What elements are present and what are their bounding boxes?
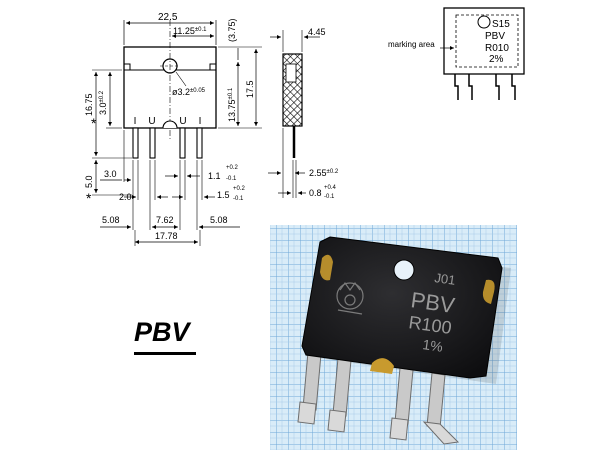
pin-letter-1: I	[134, 116, 137, 127]
marking-line-3: R010	[485, 43, 509, 54]
pin-letter-3: U	[179, 116, 186, 127]
dim-width-total: 22.5	[158, 12, 178, 23]
dim-side-thickness: 4.45	[308, 27, 326, 37]
dim-center-offset: 11.25±0.1	[173, 26, 207, 36]
product-photo: J01 PBV R100 1%	[270, 225, 517, 450]
marking-line-4: 2%	[489, 54, 504, 65]
side-view: 4.45 2.55±0.2 0.8 +0.4 -0.1	[268, 27, 339, 200]
dim-hole-from-top: 3.0±0.2	[98, 90, 108, 115]
dim-side-lead-thick: 0.8	[309, 188, 322, 198]
dim-left-lead-offset: 3.0	[104, 169, 117, 179]
marking-view: S15 PBV R010 2% marking area	[388, 7, 525, 100]
dim-body-height: 17.5	[245, 80, 255, 98]
dim-top-height: (3.75)	[227, 18, 237, 42]
marking-line-2: PBV	[485, 31, 505, 42]
dim-pin-w2: 1.5	[217, 190, 230, 200]
asterisk-2: *	[86, 190, 92, 206]
dim-pin-gap: 2.0	[119, 192, 132, 202]
dim-side-lead-offset: 2.55±0.2	[309, 168, 339, 178]
asterisk-1: *	[91, 115, 97, 131]
marking-hole	[477, 15, 491, 29]
marking-leads	[454, 74, 516, 100]
dim-pitch-c: 5.08	[210, 215, 228, 225]
dim-pitch-b: 7.62	[156, 215, 174, 225]
dim-hole-dia: ø3.2±0.05	[172, 87, 206, 97]
photo-hole	[393, 259, 415, 281]
dim-pin-w-tol-minus: -0.1	[226, 176, 237, 182]
front-view: I U U I 22.5 11.25±0.1 (3.75) 13.75±0.1 …	[84, 12, 262, 246]
product-title-underline	[134, 352, 196, 355]
dim-pin-w2-tol-plus: +0.2	[233, 186, 246, 192]
pin-letter-2: U	[148, 116, 155, 127]
dim-pin-w2-tol-minus: -0.1	[233, 196, 244, 202]
dim-body-h-lower: 13.75±0.1	[227, 87, 237, 122]
marking-line-1: S15	[492, 19, 510, 30]
photo-tab-bottom	[370, 358, 394, 374]
pin-letter-4: I	[199, 116, 202, 127]
dim-pitch-total: 17.78	[155, 231, 178, 241]
photo-leads	[297, 351, 460, 445]
pin-letters: I U U I	[134, 116, 202, 127]
dim-pitch-a: 5.08	[102, 215, 120, 225]
dim-side-lead-thick-tol-plus: +0.4	[324, 185, 337, 191]
product-title: PBV	[134, 317, 190, 347]
photo-tab-right	[482, 279, 495, 304]
dim-pin-w-tol-plus: +0.2	[226, 165, 239, 171]
photo-tab-left	[320, 254, 333, 281]
dim-left-height: 16.75	[84, 93, 94, 116]
photo-body	[301, 236, 503, 379]
dim-lead-len: 5.0	[84, 175, 94, 188]
marking-area-label: marking area	[388, 40, 435, 49]
photo-line-2: PBV	[409, 287, 456, 318]
marking-area-box	[455, 14, 519, 68]
dim-pin-w: 1.1	[208, 171, 221, 181]
photo-line-1: J01	[434, 270, 457, 288]
dim-side-lead-thick-tol-minus: -0.1	[324, 194, 335, 200]
front-leads	[132, 127, 203, 159]
photo-line-4: 1%	[422, 336, 444, 355]
photo-logo	[336, 281, 364, 315]
